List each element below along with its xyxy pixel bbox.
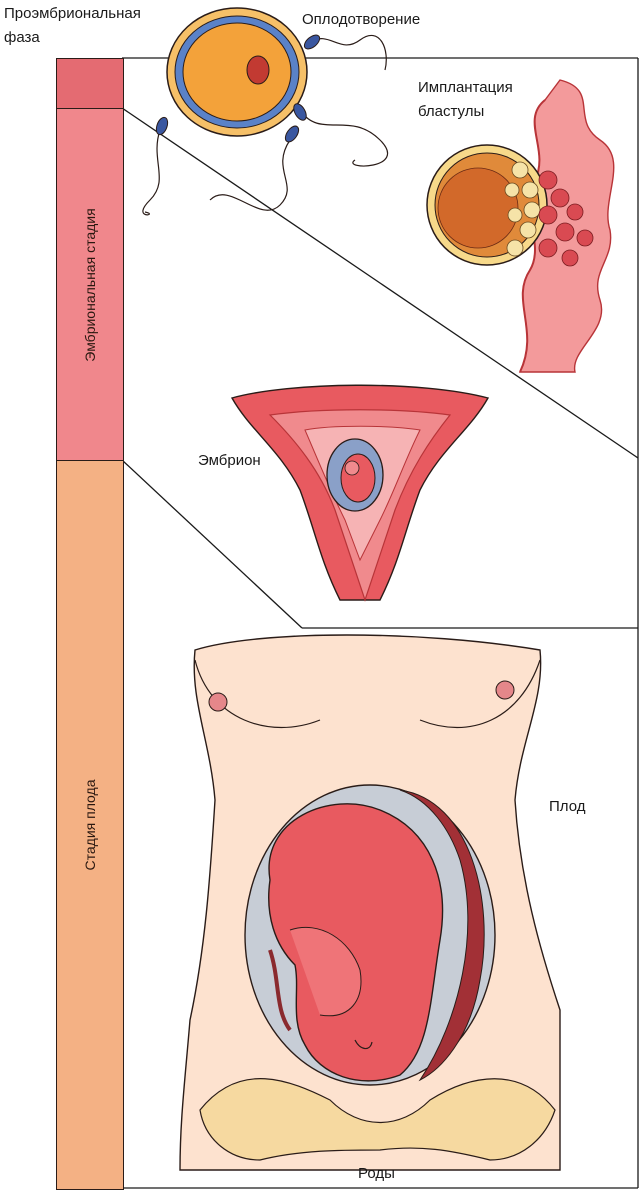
label-proembryonic-line2: фаза (4, 28, 40, 47)
stage-label-embryonic: Эмбриональная стадия (82, 208, 98, 361)
stage-bar-embryonic: Эмбриональная стадия (56, 108, 124, 462)
uterus (232, 385, 488, 600)
zoom-line-bottom (122, 460, 302, 628)
label-embryo: Эмбрион (198, 451, 261, 470)
label-birth: Роды (358, 1164, 395, 1183)
egg-fertilization (143, 8, 388, 215)
label-implantation-line1: Имплантация (418, 78, 513, 97)
label-fetus: Плод (549, 797, 585, 816)
stage-bar-fetal: Стадия плода (56, 460, 124, 1190)
label-implantation-line2: бластулы (418, 102, 484, 121)
label-proembryonic-line1: Проэмбриональная (4, 4, 141, 23)
stage-label-fetal: Стадия плода (82, 780, 98, 871)
label-fertilization: Оплодотворение (302, 10, 420, 29)
stage-bar-proembryonic (56, 58, 124, 110)
